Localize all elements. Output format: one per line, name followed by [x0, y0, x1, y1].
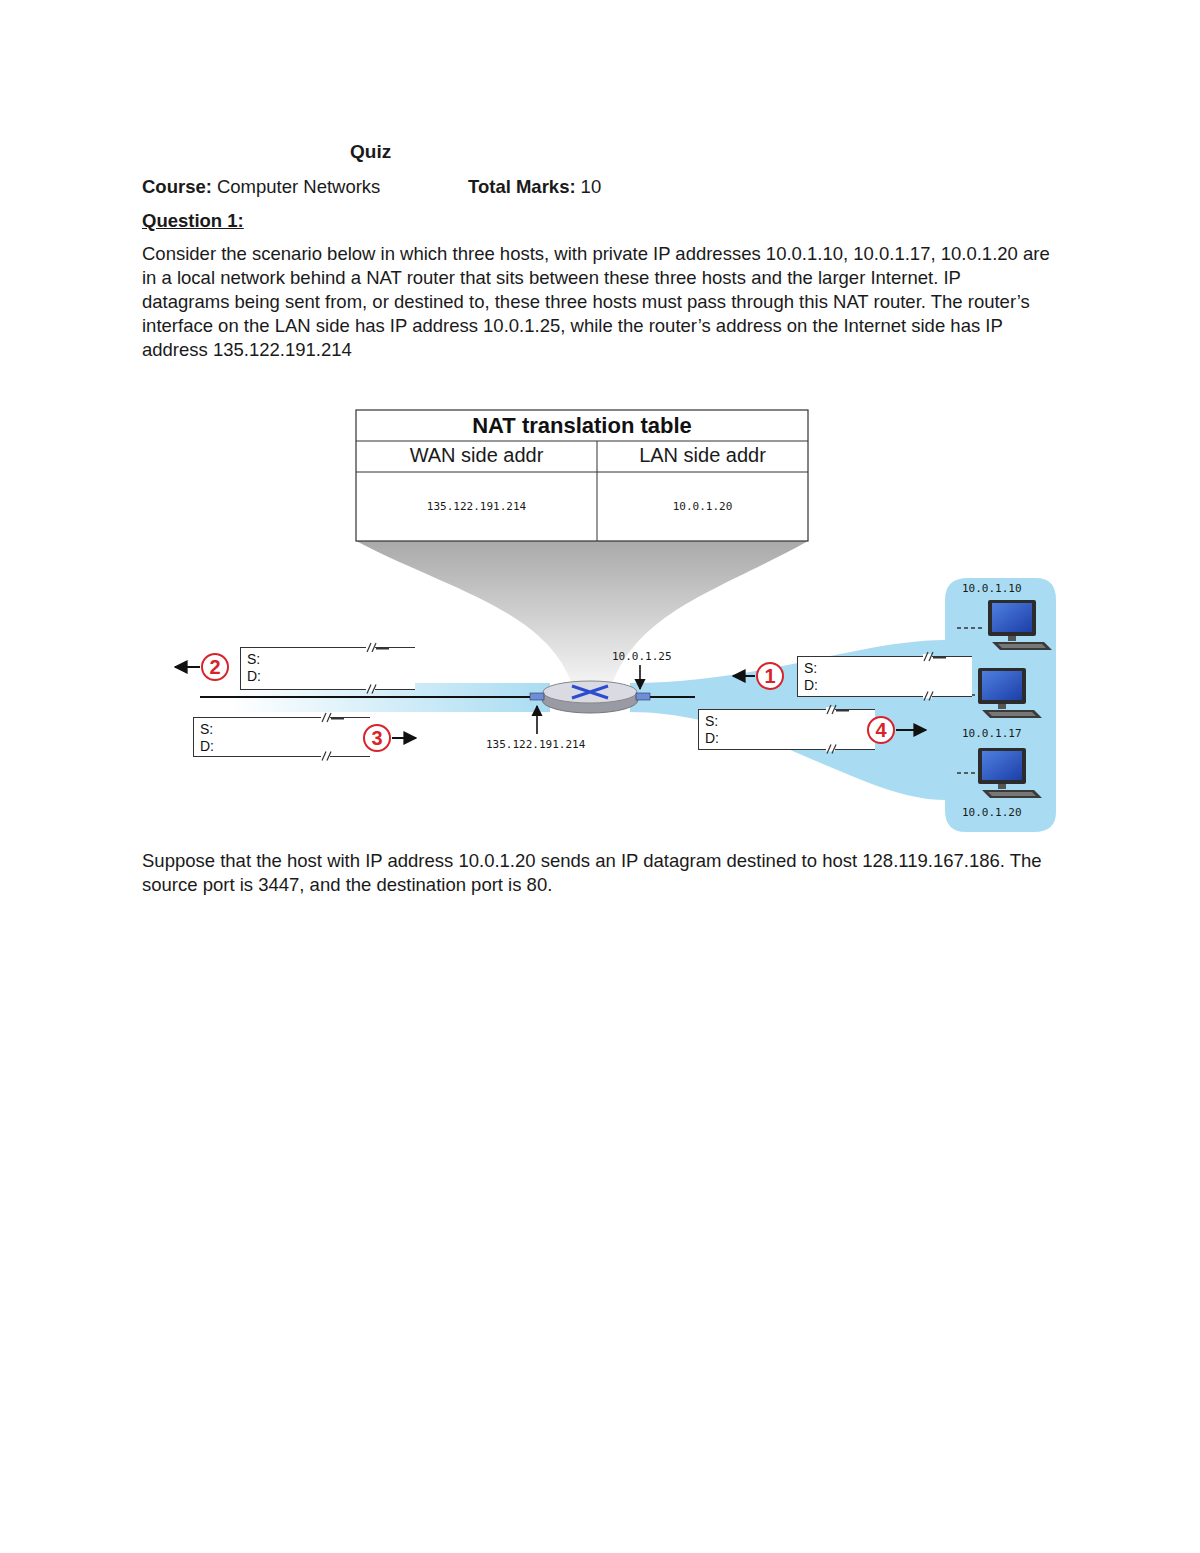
callout-number: 1 [756, 662, 784, 690]
router-cross [572, 686, 608, 698]
table-rule [597, 441, 598, 541]
host-address: 10.0.1.20 [962, 806, 1022, 819]
field-name: D: [804, 677, 966, 694]
router-port [530, 693, 544, 700]
box-edge [376, 648, 389, 650]
host-computer [978, 668, 1042, 718]
table-header: WAN side addr [356, 443, 597, 467]
question-heading: Question 1: [142, 209, 244, 233]
field-name: S: [200, 721, 364, 738]
break-stroke [367, 643, 371, 652]
question-text: Suppose that the host with IP address 10… [142, 849, 1052, 897]
zoom-funnel [356, 541, 808, 684]
break-mark [798, 655, 946, 700]
callout-digit: 4 [875, 718, 886, 742]
break-stroke [832, 705, 836, 714]
break-stroke [327, 752, 331, 761]
box-edge [836, 710, 849, 712]
field-name: S: [705, 713, 869, 730]
break-stroke [367, 685, 371, 694]
host-computer [988, 600, 1052, 650]
callout-digit: 3 [371, 726, 382, 750]
marks-value: 10 [581, 175, 602, 199]
nat-table: NAT translation table [356, 410, 808, 441]
host-address: 10.0.1.17 [962, 727, 1022, 740]
host-computer [978, 748, 1042, 798]
router-port [636, 693, 650, 700]
lan-region [945, 578, 1056, 832]
field-name: S: [804, 660, 966, 677]
direction-arrow [896, 729, 926, 731]
break-stroke [372, 643, 376, 652]
break-stroke [372, 685, 376, 694]
field-name: D: [247, 668, 409, 685]
box-edge [933, 657, 946, 659]
break-stroke [929, 652, 933, 661]
box-edge [331, 718, 344, 720]
pointer-arrow [639, 665, 641, 689]
break-stroke [929, 692, 933, 701]
field-name: D: [705, 730, 869, 747]
datagram-box: S:D: [193, 717, 370, 757]
direction-arrow [392, 737, 416, 739]
table-cell: 135.122.191.214 [356, 500, 597, 513]
break-stroke [827, 745, 831, 754]
datagram-box: S:D: [698, 709, 875, 750]
host-link [957, 627, 985, 629]
break-stroke [924, 652, 928, 661]
pointer-arrow [536, 706, 538, 734]
break-stroke [327, 713, 331, 722]
break-mark [194, 716, 344, 760]
table-cell: 10.0.1.20 [597, 500, 808, 513]
break-stroke [832, 745, 836, 754]
host-link [957, 772, 975, 774]
callout-number: 3 [363, 724, 391, 752]
datagram-box: S:D: [797, 656, 972, 697]
break-mark [241, 646, 389, 693]
break-stroke [827, 705, 831, 714]
direction-arrow [733, 675, 755, 677]
callout-number: 4 [867, 716, 895, 744]
direction-arrow [175, 666, 200, 668]
break-stroke [924, 692, 928, 701]
interface-address: 10.0.1.25 [612, 650, 672, 663]
table-frame [356, 410, 808, 541]
wan-wire [200, 696, 542, 698]
table-rule [356, 472, 808, 473]
callout-digit: 1 [764, 664, 775, 688]
router-top [543, 681, 637, 703]
break-mark [699, 708, 849, 753]
field-name: S: [247, 651, 409, 668]
field-name: Total Marks: [468, 175, 576, 199]
field-name: Course: [142, 175, 212, 199]
break-stroke [322, 752, 326, 761]
quiz-title: Quiz [350, 141, 391, 163]
table-rule [356, 441, 808, 442]
course-name: Computer Networks [217, 175, 380, 199]
datagram-box: S:D: [240, 647, 415, 690]
callout-number: 2 [201, 653, 229, 681]
interface-address: 135.122.191.214 [486, 738, 585, 751]
table-header: LAN side addr [597, 443, 808, 467]
callout-digit: 2 [209, 655, 220, 679]
field-name: D: [200, 738, 364, 755]
host-address: 10.0.1.10 [962, 582, 1022, 595]
table-title: NAT translation table [472, 414, 692, 438]
question-text: Consider the scenario below in which thr… [142, 242, 1052, 362]
break-stroke [322, 713, 326, 722]
